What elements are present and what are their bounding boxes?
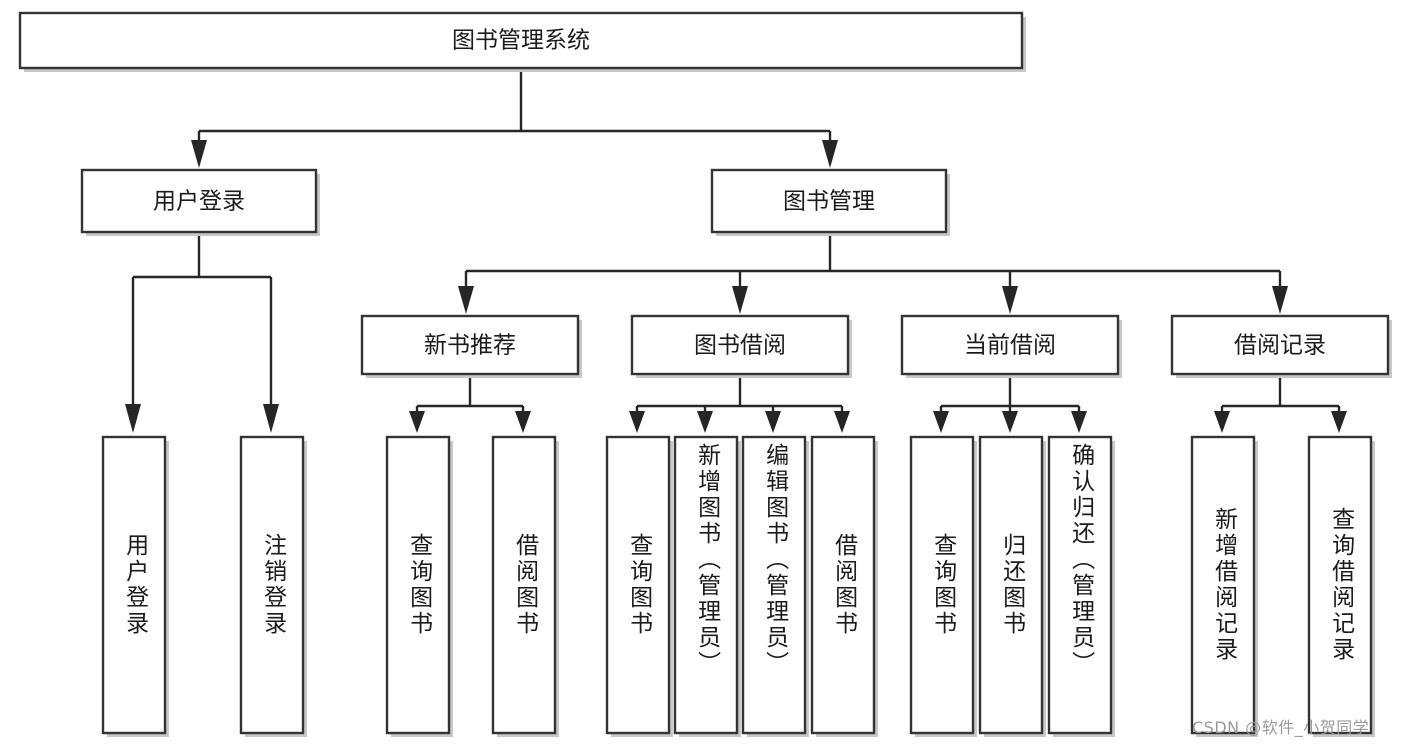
leaf-node-borrow-book-b[interactable] [810,435,876,735]
leaf-node-query-book-b[interactable] [605,435,671,735]
arrow-bookmgmt-c1 [458,286,474,314]
arrow-bookmgmt-c3 [1002,286,1018,314]
arrow-borrow-c3 [765,411,781,433]
node-label-new-book-recommend: 新书推荐 [424,333,516,359]
arrow-newbook-c1 [409,411,425,433]
node-group [18,11,1392,737]
arrow-userlogin-c2 [263,404,279,433]
leaf-node-edit-book-admin[interactable] [741,435,807,735]
leaf-node-return-book[interactable] [978,435,1044,735]
arrow-userlogin-c1 [125,404,141,433]
root-node-label: 图书管理系统 [452,28,590,54]
arrow-record-c1 [1214,411,1230,433]
arrow-to-book-mgmt [822,140,838,168]
node-user-login[interactable] [80,168,318,234]
arrow-borrow-c1 [629,411,645,433]
node-current-borrow[interactable] [900,314,1120,376]
horizontal-label-group: 图书管理系统 用户登录 图书管理 新书推荐 图书借阅 当前借阅 借阅记录 [153,28,1326,359]
arrow-current-c2 [1002,411,1018,433]
arrow-newbook-c2 [515,411,531,433]
arrow-bookmgmt-c4 [1272,286,1288,314]
leaf-node-query-book-a[interactable] [385,435,451,735]
node-book-borrow[interactable] [630,314,850,376]
leaf-node-borrow-book-a[interactable] [491,435,557,735]
arrow-borrow-c2 [697,411,713,433]
node-label-user-login: 用户登录 [153,189,245,215]
node-label-borrow-record: 借阅记录 [1234,333,1326,359]
node-label-current-borrow: 当前借阅 [964,333,1056,359]
leaf-node-add-borrow-record[interactable] [1190,435,1256,735]
leaf-node-query-borrow-record[interactable] [1307,435,1373,735]
node-borrow-record[interactable] [1170,314,1390,376]
node-book-management[interactable] [710,168,948,234]
csdn-watermark: CSDN @软件_小贺同学 [1192,718,1370,737]
leaf-node-user-login[interactable] [101,435,167,735]
arrow-current-c3 [1071,411,1087,433]
leaf-node-query-book-c[interactable] [909,435,975,735]
arrow-borrow-c4 [834,411,850,433]
connector-group [125,68,1347,433]
node-label-book-management: 图书管理 [783,189,875,215]
leaf-node-logout[interactable] [239,435,305,735]
arrow-current-c1 [933,411,949,433]
arrow-record-c2 [1331,411,1347,433]
root-node-box[interactable] [18,11,1024,70]
arrow-bookmgmt-c2 [732,286,748,314]
arrow-to-user-login [191,140,207,168]
node-label-book-borrow: 图书借阅 [694,333,786,359]
leaf-node-add-book-admin[interactable] [673,435,739,735]
leaf-node-confirm-return-admin[interactable] [1047,435,1113,735]
node-new-book-recommend[interactable] [360,314,580,376]
